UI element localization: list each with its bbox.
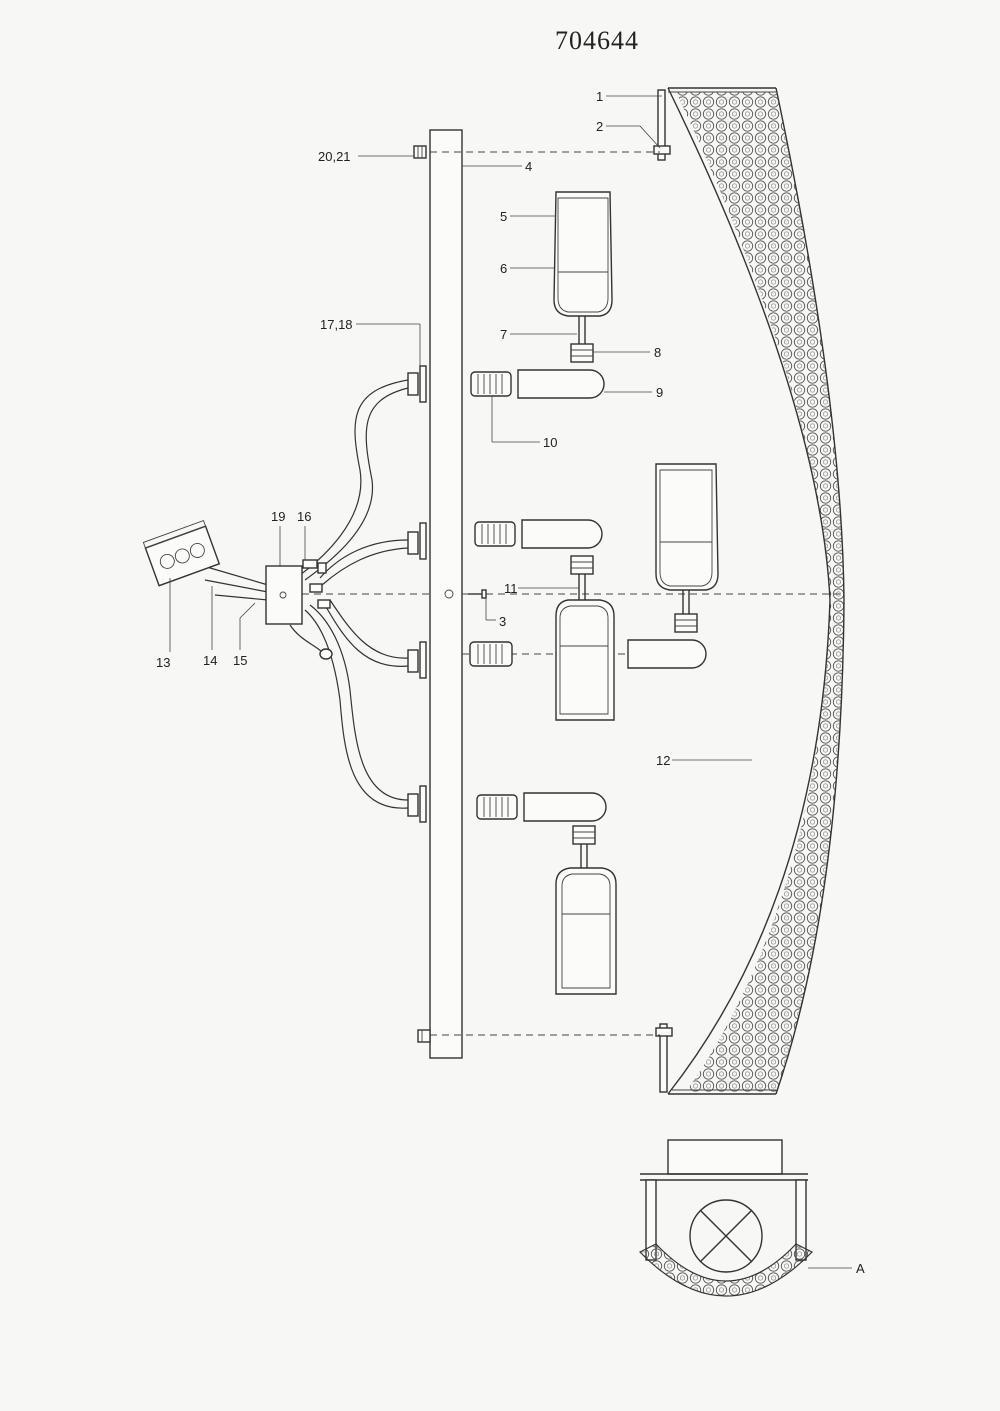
socket-mount-4 [407, 785, 427, 823]
callout-3: 3 [499, 614, 506, 629]
callout-12: 12 [656, 753, 670, 768]
callout-19: 19 [271, 509, 285, 524]
callout-7: 7 [500, 327, 507, 342]
callout-10: 10 [543, 435, 557, 450]
callout-15: 15 [233, 653, 247, 668]
bulb-2 [521, 519, 603, 549]
callout-leaders [169, 95, 852, 1269]
shade-bracket-bottom [655, 1023, 673, 1093]
glass-holder-2 [655, 463, 719, 633]
callout-A: A [856, 1261, 865, 1276]
terminal-block [142, 519, 221, 587]
glass-holder-3 [555, 555, 615, 721]
bulb-4 [523, 792, 607, 822]
callout-17-18: 17,18 [320, 317, 353, 332]
mounting-plate [429, 129, 463, 1059]
callout-1: 1 [596, 89, 603, 104]
callout-2: 2 [596, 119, 603, 134]
bulb-1 [517, 369, 605, 399]
socket-mount-2 [407, 522, 427, 560]
callout-4: 4 [525, 159, 532, 174]
callout-5: 5 [500, 209, 507, 224]
crystal-shade [667, 87, 845, 1095]
model-number: 704644 [555, 26, 639, 55]
socket-ring-1 [470, 371, 512, 397]
glass-holder-4 [555, 825, 617, 995]
callout-9: 9 [656, 385, 663, 400]
plate-screw-bottom [417, 1029, 431, 1043]
bulb-3 [627, 639, 707, 669]
socket-mount-3 [407, 641, 427, 679]
callout-11: 11 [504, 581, 518, 596]
socket-ring-2 [474, 521, 516, 547]
callout-6: 6 [500, 261, 507, 276]
callout-13: 13 [156, 655, 170, 670]
shade-bracket-top [653, 89, 671, 161]
socket-mount-1 [407, 365, 427, 403]
center-screw [468, 589, 487, 599]
callout-8: 8 [654, 345, 661, 360]
socket-ring-3 [469, 641, 513, 667]
socket-ring-4 [476, 794, 518, 820]
wiring-harness [199, 379, 409, 809]
callout-20-21: 20,21 [318, 149, 351, 164]
end-view-detail [638, 1139, 814, 1297]
junction-box [265, 565, 303, 625]
callout-14: 14 [203, 653, 217, 668]
wire-connectors [302, 559, 331, 609]
callout-16: 16 [297, 509, 311, 524]
glass-holder-1 [553, 191, 613, 363]
plate-screw-top [413, 145, 427, 159]
